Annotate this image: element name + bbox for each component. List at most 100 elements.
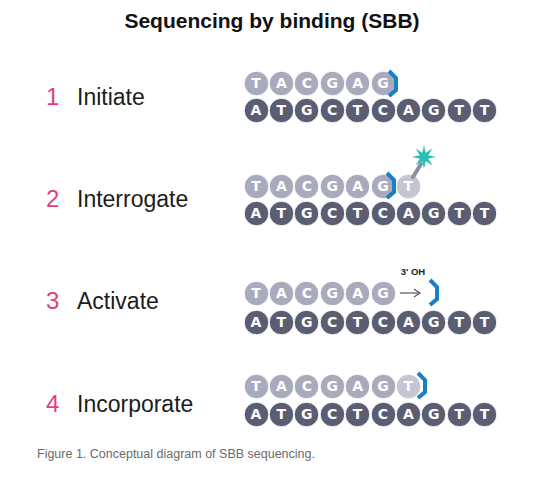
base-letter: T — [269, 98, 294, 123]
template-base: T — [472, 201, 497, 226]
primer-base: A — [269, 71, 294, 96]
base-circle — [269, 310, 294, 335]
template-base: A — [244, 98, 269, 123]
template-base: T — [472, 310, 497, 335]
base-circle — [421, 201, 446, 226]
template-base: G — [421, 402, 446, 427]
base-circle — [371, 201, 396, 226]
primer-base: C — [294, 374, 319, 399]
base-letter: T — [345, 402, 370, 427]
step-label: Activate — [77, 288, 159, 315]
base-letter: G — [421, 310, 446, 335]
base-letter: A — [396, 201, 421, 226]
base-circle — [447, 310, 472, 335]
base-circle — [396, 98, 421, 123]
base-circle — [472, 402, 497, 427]
base-letter: G — [294, 98, 319, 123]
template-base: C — [371, 98, 396, 123]
primer-base: T — [396, 174, 421, 199]
base-letter: T — [244, 374, 269, 399]
step-label: Interrogate — [77, 186, 188, 213]
base-letter: G — [421, 201, 446, 226]
base-circle — [269, 98, 294, 123]
template-base: T — [447, 98, 472, 123]
base-letter: T — [472, 310, 497, 335]
base-letter: C — [320, 402, 345, 427]
base-circle — [294, 71, 319, 96]
template-base: A — [396, 310, 421, 335]
base-letter: A — [396, 402, 421, 427]
step-number: 3 — [46, 287, 59, 315]
base-letter: T — [472, 201, 497, 226]
base-letter: G — [371, 174, 396, 199]
base-circle — [244, 402, 269, 427]
base-circle — [320, 310, 345, 335]
base-letter: T — [447, 201, 472, 226]
base-circle — [294, 174, 319, 199]
base-circle — [244, 201, 269, 226]
primer-base: G — [371, 174, 396, 199]
base-letter: G — [371, 71, 396, 96]
base-letter: G — [320, 374, 345, 399]
base-circle — [320, 201, 345, 226]
base-letter: A — [396, 310, 421, 335]
blocker-row-3 — [430, 280, 437, 305]
base-letter: G — [421, 402, 446, 427]
base-circle — [396, 374, 421, 399]
base-letter: A — [244, 201, 269, 226]
base-letter: A — [269, 374, 294, 399]
figure-caption: Figure 1. Conceptual diagram of SBB sequ… — [37, 447, 315, 461]
base-circle — [244, 310, 269, 335]
primer-base: A — [269, 374, 294, 399]
primer-base: A — [345, 374, 370, 399]
blocking-group — [430, 280, 437, 305]
base-circle — [294, 402, 319, 427]
primer-base: G — [320, 281, 345, 306]
base-circle — [345, 310, 370, 335]
template-base: A — [396, 402, 421, 427]
base-letter: C — [320, 98, 345, 123]
primer-base: T — [244, 174, 269, 199]
base-circle — [294, 374, 319, 399]
base-letter: T — [269, 310, 294, 335]
base-circle — [269, 402, 294, 427]
base-circle — [371, 98, 396, 123]
base-circle — [447, 98, 472, 123]
template-base: G — [421, 98, 446, 123]
template-base: C — [371, 201, 396, 226]
primer-base: G — [320, 374, 345, 399]
hydroxyl-label: 3' OH — [401, 266, 425, 277]
base-circle — [421, 98, 446, 123]
template-base: T — [269, 98, 294, 123]
template-base: A — [244, 201, 269, 226]
base-circle — [371, 174, 396, 199]
base-letter: C — [371, 201, 396, 226]
primer-base: T — [396, 374, 421, 399]
base-letter: A — [269, 174, 294, 199]
fluorophore-star — [412, 145, 436, 169]
template-base: T — [447, 310, 472, 335]
base-circle — [269, 374, 294, 399]
base-circle — [294, 310, 319, 335]
base-letter: G — [320, 174, 345, 199]
primer-base: G — [371, 281, 396, 306]
cleave-arrowhead — [414, 289, 420, 297]
base-letter: C — [294, 374, 319, 399]
base-circle — [244, 374, 269, 399]
base-circle — [396, 402, 421, 427]
template-base: G — [294, 98, 319, 123]
primer-base: G — [371, 374, 396, 399]
base-circle — [269, 174, 294, 199]
step-number: 2 — [46, 185, 59, 213]
base-circle — [472, 201, 497, 226]
template-base: T — [345, 98, 370, 123]
primer-base: T — [244, 374, 269, 399]
base-letter: G — [371, 281, 396, 306]
base-letter: T — [345, 201, 370, 226]
base-letter: C — [371, 402, 396, 427]
base-letter: T — [396, 374, 421, 399]
base-letter: T — [447, 310, 472, 335]
base-letter: G — [421, 98, 446, 123]
base-circle — [371, 310, 396, 335]
base-letter: A — [244, 310, 269, 335]
